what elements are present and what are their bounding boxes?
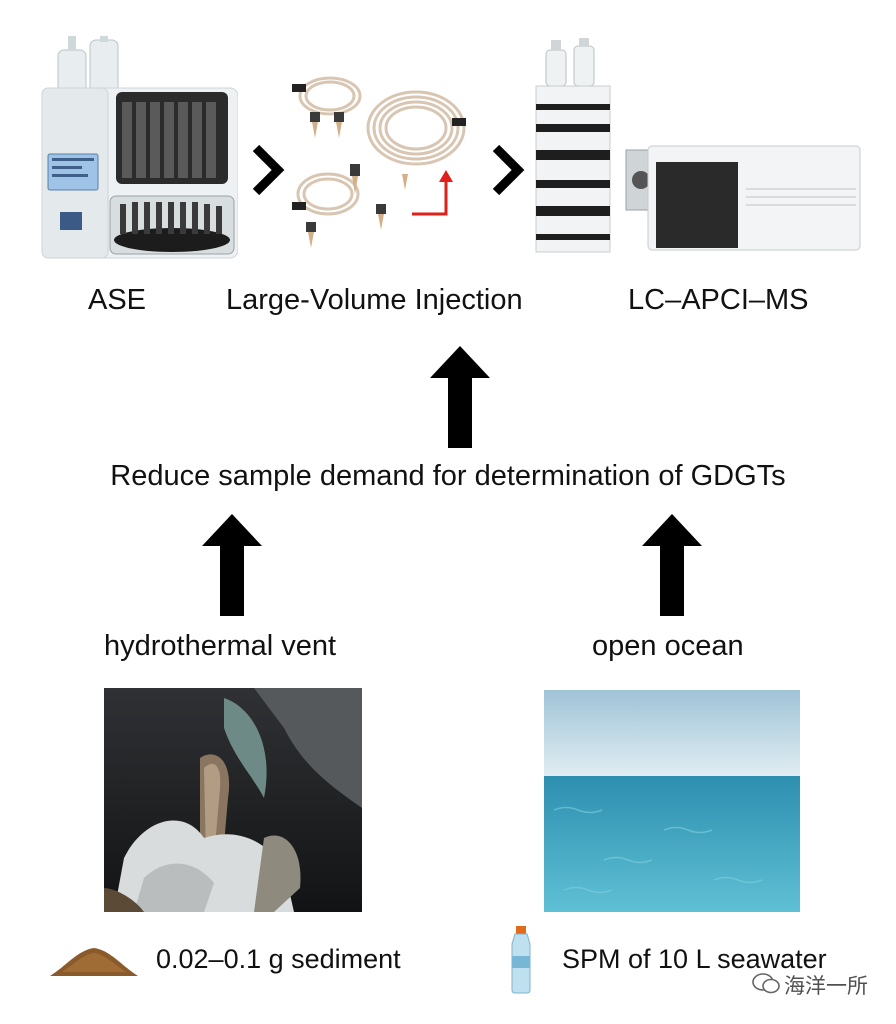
up-arrow-icon: [642, 514, 702, 616]
up-arrow-icon: [202, 514, 262, 616]
open-ocean-label: open ocean: [592, 630, 744, 662]
lc-ms-label: LC–APCI–MS: [628, 284, 809, 316]
watermark-text: 海洋一所: [784, 974, 868, 998]
flow-direction-arrow-icon: [408, 168, 458, 225]
up-arrow-icon: [430, 346, 490, 448]
open-ocean-photo: [544, 690, 800, 912]
chevron-right-icon: [250, 144, 286, 201]
ase-label: ASE: [88, 284, 147, 316]
ase-instrument-image: [38, 34, 239, 262]
water-bottle-icon: [506, 926, 536, 999]
hydrothermal-vent-photo: [104, 688, 362, 912]
sediment-pile-icon: [48, 942, 140, 983]
seawater-amount-label: SPM of 10 L seawater: [562, 944, 827, 974]
goal-text: Reduce sample demand for determination o…: [110, 460, 786, 492]
injection-label: Large-Volume Injection: [226, 284, 523, 316]
lc-ms-instrument-image: [530, 38, 864, 254]
hydrothermal-vent-label: hydrothermal vent: [104, 630, 337, 662]
sediment-amount-label: 0.02–0.1 g sediment: [156, 944, 401, 974]
injection-loop-image: [290, 64, 480, 264]
chevron-right-icon: [490, 144, 526, 201]
wechat-icon: [752, 972, 780, 1001]
